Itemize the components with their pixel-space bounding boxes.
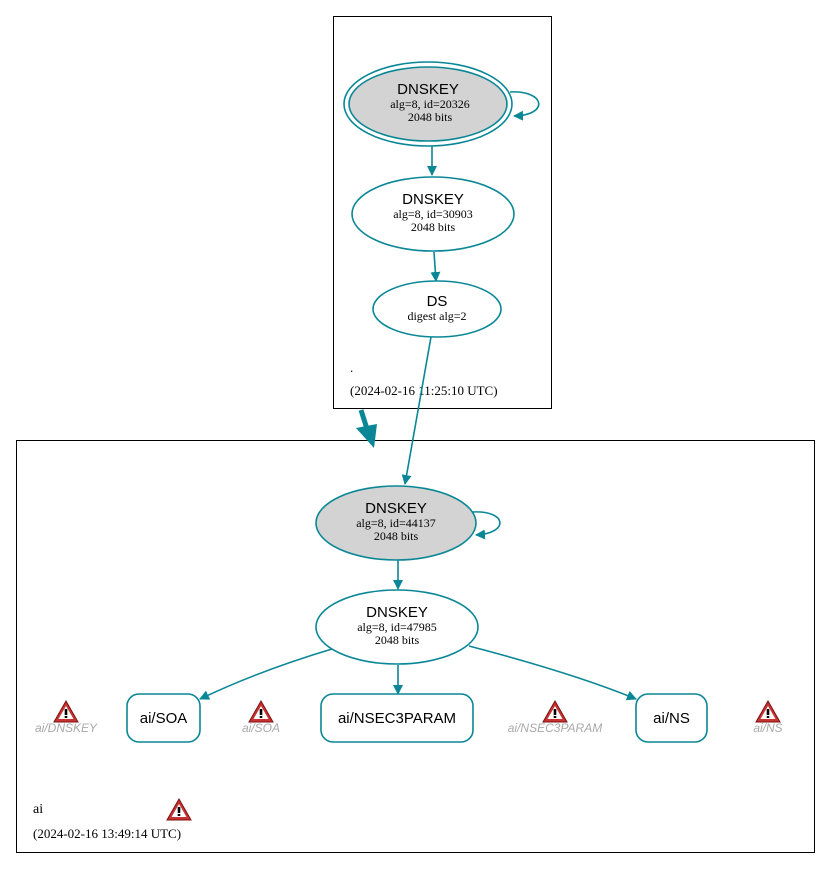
warning-ai-dnskey-label: ai/DNSKEY <box>35 721 98 735</box>
node-ai-ns[interactable]: ai/NS <box>635 693 708 743</box>
node-root-ds[interactable]: DS digest alg=2 <box>372 280 502 338</box>
warning-ai-soa-label: ai/SOA <box>242 721 280 735</box>
node-root-ksk[interactable]: DNSKEY alg=8, id=20326 2048 bits <box>343 61 513 147</box>
zone-ai-box <box>16 440 815 853</box>
node-ai-nsec3param[interactable]: ai/NSEC3PARAM <box>320 693 474 743</box>
zone-ai-name: ai <box>33 802 43 817</box>
zone-root-box <box>333 16 552 409</box>
zone-ai-timestamp: (2024-02-16 13:49:14 UTC) <box>33 826 181 841</box>
warning-ai-nsec3param[interactable]: ai/NSEC3PARAM <box>508 700 602 735</box>
node-root-zsk-line1: alg=8, id=30903 <box>393 207 473 221</box>
node-root-ksk-line1: alg=8, id=20326 <box>390 97 470 111</box>
edge-root-zsk-to-ds <box>430 251 441 282</box>
node-ai-ksk-line2: 2048 bits <box>374 529 419 543</box>
zone-root-timestamp: (2024-02-16 11:25:10 UTC) <box>350 383 498 398</box>
edge-root-ds-to-ai-ksk <box>401 336 432 485</box>
warning-icon <box>53 700 79 723</box>
node-ai-ksk-title: DNSKEY <box>365 500 427 517</box>
node-ai-zsk[interactable]: DNSKEY alg=8, id=47985 2048 bits <box>315 589 479 665</box>
node-ai-ksk[interactable]: DNSKEY alg=8, id=44137 2048 bits <box>315 485 477 561</box>
warning-ai-zone[interactable] <box>166 798 192 821</box>
edge-ai-ksk-self <box>471 511 501 540</box>
delegation-arrow <box>356 409 377 448</box>
warning-ai-dnskey[interactable]: ai/DNSKEY <box>35 700 98 735</box>
zone-root-name: . <box>350 360 353 375</box>
node-ai-soa-label: ai/SOA <box>140 710 188 727</box>
node-root-zsk-line2: 2048 bits <box>411 220 456 234</box>
node-ai-ns-label: ai/NS <box>653 710 690 727</box>
node-ai-nsec3param-label: ai/NSEC3PARAM <box>338 710 456 727</box>
node-root-zsk-title: DNSKEY <box>402 191 464 208</box>
warning-icon <box>755 700 781 723</box>
edge-ai-zsk-to-soa <box>199 648 333 700</box>
warning-ai-ns[interactable]: ai/NS <box>753 700 783 735</box>
warning-icon <box>166 798 192 821</box>
node-root-ksk-line2: 2048 bits <box>408 110 453 124</box>
node-ai-zsk-line1: alg=8, id=47985 <box>357 620 437 634</box>
node-ai-ksk-line1: alg=8, id=44137 <box>356 516 436 530</box>
node-ai-soa[interactable]: ai/SOA <box>126 693 201 743</box>
node-root-ds-title: DS <box>427 293 448 310</box>
warning-ai-soa[interactable]: ai/SOA <box>242 700 280 735</box>
warning-icon <box>542 700 568 723</box>
edge-ai-zsk-to-ns <box>468 645 637 701</box>
node-ai-zsk-title: DNSKEY <box>366 604 428 621</box>
node-root-ds-line1: digest alg=2 <box>407 309 466 323</box>
node-ai-zsk-line2: 2048 bits <box>375 633 420 647</box>
edge-root-ksk-self <box>509 91 540 121</box>
node-root-ksk-title: DNSKEY <box>397 81 459 98</box>
warning-ai-ns-label: ai/NS <box>753 721 782 735</box>
node-root-zsk[interactable]: DNSKEY alg=8, id=30903 2048 bits <box>351 176 515 252</box>
warning-icon <box>248 700 274 723</box>
warning-ai-nsec3param-label: ai/NSEC3PARAM <box>508 721 602 735</box>
